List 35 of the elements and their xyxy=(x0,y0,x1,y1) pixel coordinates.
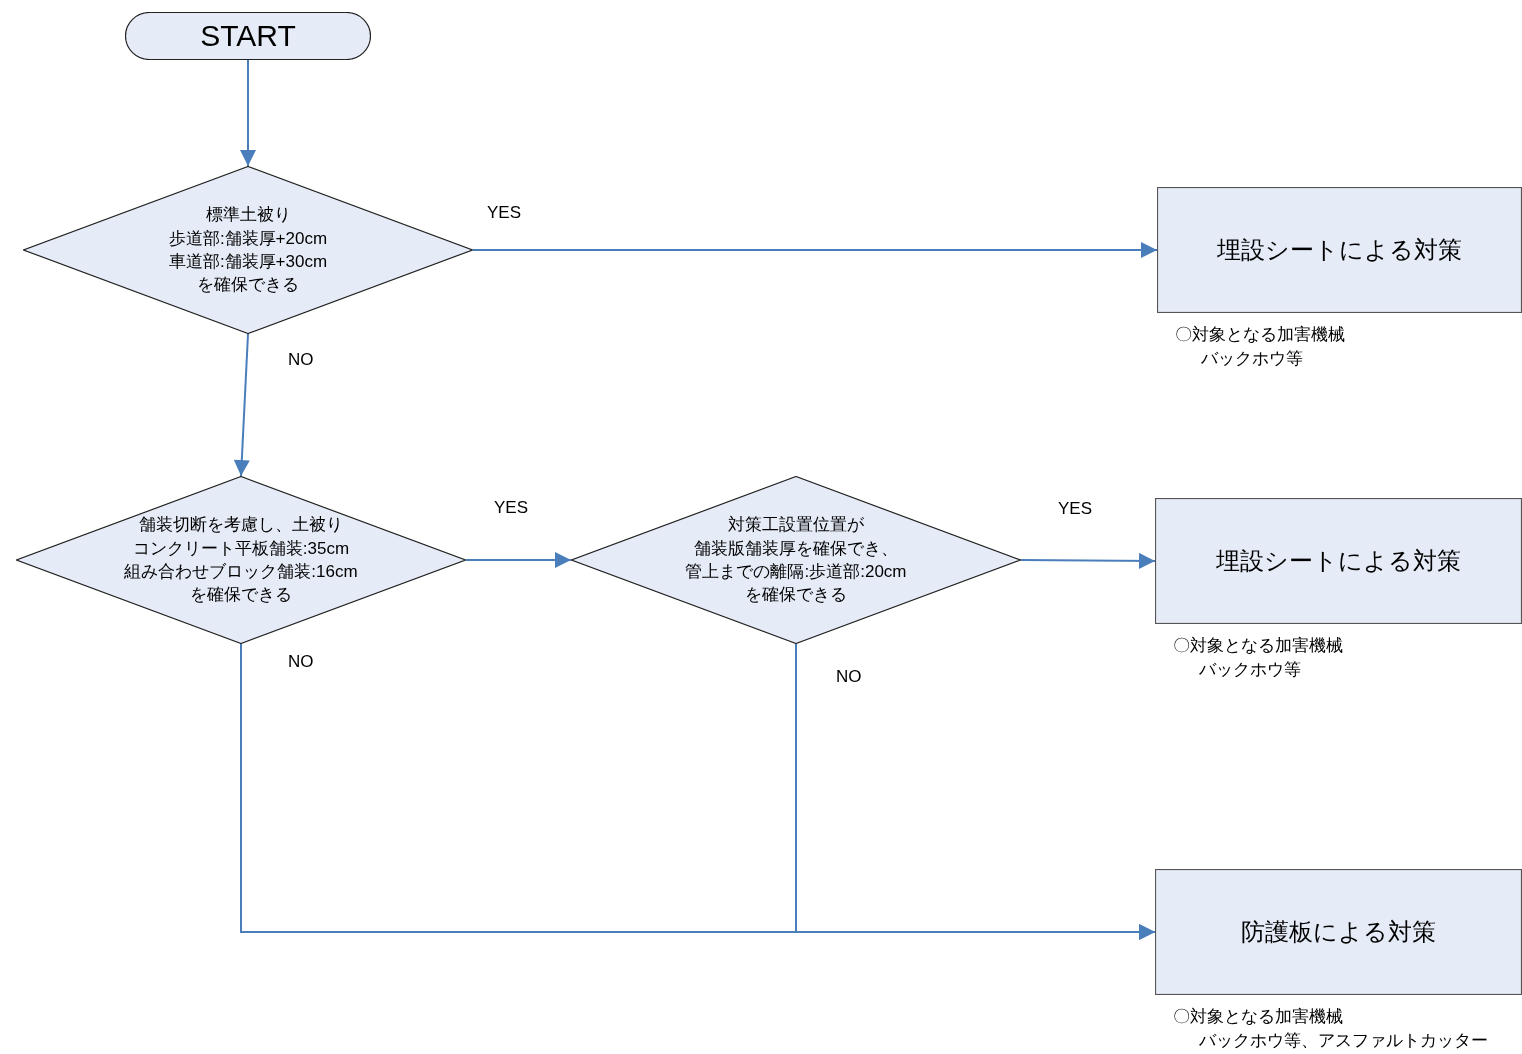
note-text: 〇対象となる加害機械 xyxy=(1173,635,1343,657)
node-text: 管上までの離隔:歩道部:20cm xyxy=(685,561,907,583)
node-text: 車道部:舗装厚+30cm xyxy=(168,251,328,273)
node-text: を確保できる xyxy=(745,584,847,607)
decision-diamond xyxy=(571,476,1021,644)
decision-diamond xyxy=(16,476,466,644)
node-text: START xyxy=(200,18,296,55)
node-text: を確保できる xyxy=(190,584,292,607)
node-text: 舗装切断を考慮し、土被り xyxy=(139,514,343,537)
node-text: 歩道部:舗装厚+20cm xyxy=(168,227,328,250)
node-text: 対策工設置位置が xyxy=(728,514,864,537)
arrow xyxy=(240,59,256,167)
process-box xyxy=(1155,869,1522,995)
start-terminal xyxy=(125,12,371,60)
note-text: バックホウ等、アスファルトカッター xyxy=(1198,1029,1488,1052)
arrow xyxy=(465,552,572,568)
decision-diamond xyxy=(23,166,473,334)
node-text: を確保できる xyxy=(197,274,299,297)
note-text: 〇対象となる加害機械 xyxy=(1175,324,1345,346)
node-text: 標準土被り xyxy=(205,204,291,227)
arrow xyxy=(233,333,250,477)
arrow xyxy=(472,242,1158,258)
note-text: バックホウ等 xyxy=(1200,347,1303,370)
note-text: 〇対象となる加害機械 xyxy=(1173,1006,1343,1028)
node-text: 埋設シートによる対策 xyxy=(1216,546,1461,577)
arrow xyxy=(1020,552,1156,569)
node-text: 防護板による対策 xyxy=(1241,917,1436,948)
process-box xyxy=(1155,498,1522,624)
node-text: 組み合わせブロック舗装:16cm xyxy=(124,561,358,583)
process-box xyxy=(1157,187,1522,313)
node-text: コンクリート平板舗装:35cm xyxy=(132,537,350,560)
note-text: バックホウ等 xyxy=(1198,658,1301,681)
arrow xyxy=(795,643,1156,940)
node-text: 舗装版舗装厚を確保でき、 xyxy=(694,537,898,560)
node-text: 埋設シートによる対策 xyxy=(1217,235,1462,266)
